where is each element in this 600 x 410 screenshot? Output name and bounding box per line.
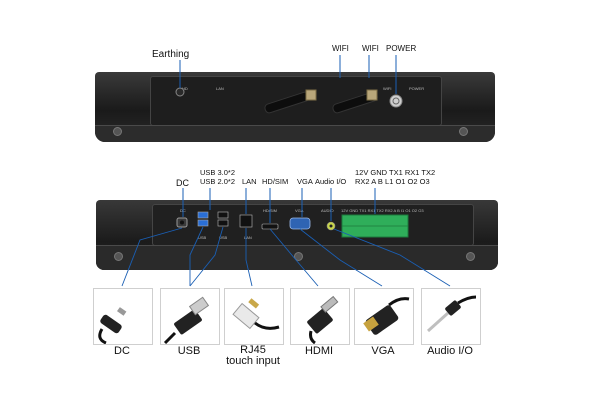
vga-port-icon xyxy=(289,217,311,230)
hdmi-plug-icon xyxy=(307,295,339,345)
usb2-callout-label: USB 2.0*2 xyxy=(200,177,236,186)
dc-connector-card xyxy=(93,288,153,345)
usb-connector-card xyxy=(160,288,220,345)
wifi-callout-label-1: WIFI xyxy=(332,44,349,53)
usb2-port-icon xyxy=(217,211,229,219)
vga-connector-leader xyxy=(299,228,383,287)
audio-connector-card xyxy=(421,288,481,345)
screw-icon xyxy=(294,252,303,261)
screw-icon xyxy=(113,127,122,136)
rj45-connector-leader xyxy=(245,228,253,287)
hdmi-connector-label: HDMI xyxy=(304,345,334,357)
top-panel-power-text: POWER xyxy=(409,86,425,91)
audio-connector-label: Audio I/O xyxy=(427,345,473,357)
panel-audio-text: AUDIO xyxy=(321,208,334,213)
power-callout-label: POWER xyxy=(386,44,417,53)
screw-icon xyxy=(114,252,123,261)
dc-barrel-plug-icon xyxy=(98,307,127,345)
serial-callout-label-line1: 12V GND TX1 RX1 TX2 xyxy=(355,168,436,177)
hdmi-connector-card xyxy=(290,288,350,345)
dc-connector-label: DC xyxy=(114,345,130,357)
vga-plug-icon xyxy=(363,297,410,335)
top-panel-lan-text: LAN xyxy=(216,86,224,91)
serial-callout-label-line2: RX2 A B L1 O1 O2 O3 xyxy=(355,177,430,186)
top-panel-hd-text: HD xyxy=(182,86,188,91)
device-top-view: HD LAN WIFI POWER xyxy=(95,72,495,142)
top-panel-wifi-text: WIFI xyxy=(383,86,392,91)
usb3-port-icon xyxy=(197,219,209,227)
hdmi-connector-leader xyxy=(269,228,319,287)
vga-connector-card xyxy=(354,288,414,345)
panel-usb-text: USB xyxy=(198,235,207,240)
screw-icon xyxy=(459,127,468,136)
top-bezel-lip xyxy=(95,125,495,142)
dc-callout-label: DC xyxy=(176,178,189,188)
usb-connector-label: USB xyxy=(177,345,201,357)
vga-callout-label: VGA xyxy=(297,177,313,186)
screw-icon xyxy=(466,252,475,261)
usb-connector-leader xyxy=(189,226,224,287)
lan-callout-label: LAN xyxy=(242,177,257,186)
panel-lan-text: LAN xyxy=(244,235,252,240)
rj45-plug-icon xyxy=(232,298,280,330)
audio-callout-label: Audio I/O xyxy=(315,177,347,186)
audio-connector-leader xyxy=(333,228,451,287)
hdmi-port-icon xyxy=(261,223,279,230)
wifi-antenna-icon xyxy=(264,89,317,114)
rj45-connector-label: RJ45 touch input xyxy=(226,344,280,367)
panel-vga-text: VGA xyxy=(295,208,304,213)
usb-plug-icon xyxy=(163,296,210,345)
hdsim-callout-label: HD/SIM xyxy=(262,177,289,186)
usb3-callout-label: USB 3.0*2 xyxy=(200,168,236,177)
earthing-callout-label: Earthing xyxy=(152,49,190,60)
panel-terminal-text: 12V GND TX1 RX1 TX2 RX2 A B I1 O1 O2 O3 xyxy=(341,208,424,213)
serial-terminal-block-icon xyxy=(341,214,409,238)
usb2-port-icon xyxy=(217,219,229,227)
vga-connector-label: VGA xyxy=(371,345,395,357)
lan-port-icon xyxy=(239,214,253,228)
audio-jack-icon xyxy=(426,295,477,333)
power-button-icon xyxy=(389,94,403,108)
wifi-antenna-icon xyxy=(332,89,378,114)
usb-connector-leader xyxy=(189,226,204,286)
wifi-callout-label-2: WIFI xyxy=(362,44,379,53)
dc-connector-leader xyxy=(121,227,183,287)
usb3-port-icon xyxy=(197,211,209,219)
panel-usb-text: USB xyxy=(219,235,228,240)
rj45-connector-card xyxy=(224,288,284,345)
